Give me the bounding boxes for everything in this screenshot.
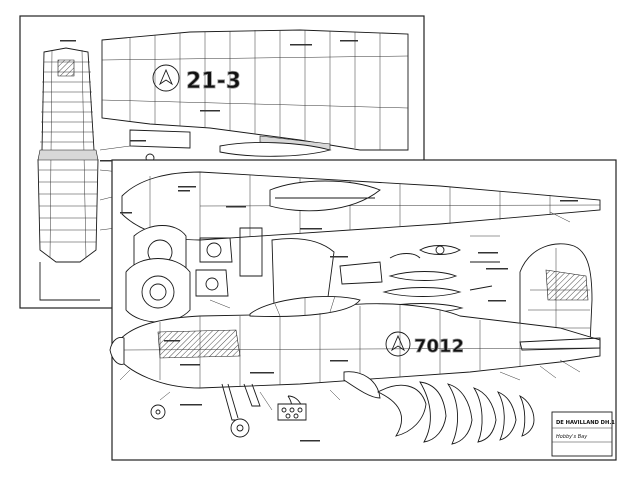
cowl-front-views: [125, 225, 383, 323]
wing-panel-top: 21-3: [101, 29, 409, 151]
landing-gear: [150, 383, 261, 438]
wing-serial-outline: 21-3: [186, 69, 241, 94]
title-block-publisher: Hobby's Bay: [556, 434, 588, 440]
fin-and-rudder: [519, 243, 593, 345]
fuselage-top-view: [121, 171, 601, 241]
fuselage-side-view: 7012: [109, 295, 601, 389]
title-block-aircraft: DE HAVILLAND DH.1: [556, 420, 615, 426]
fuselage-serial-outline: 7012: [414, 336, 464, 357]
wing-planform-vertical: [37, 47, 99, 263]
annotation-marks: [60, 40, 578, 442]
title-block: DE HAVILLAND DH.1 Hobby's Bay: [551, 411, 615, 457]
fuselage-plan-sheet: 7012: [60, 40, 617, 461]
former-row: [277, 371, 535, 445]
annotation-leaders: [119, 211, 581, 411]
